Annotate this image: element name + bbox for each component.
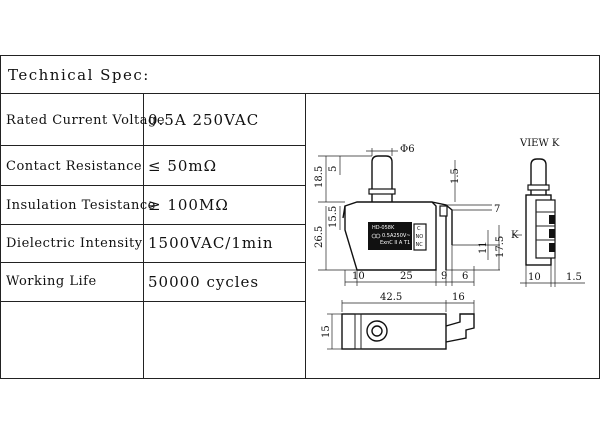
row-value-insulation-resistance: ≥ 100MΩ: [148, 196, 229, 214]
dim-9: 9: [441, 271, 447, 282]
dim-18-5: 18.5: [314, 166, 325, 188]
dim-1-5-top: 1.5: [450, 168, 461, 184]
marking-nc: NC: [416, 242, 424, 248]
dim-26-5: 26.5: [314, 226, 325, 248]
view-k-label: VIEW K: [519, 138, 560, 149]
dim-side-1-5: 1.5: [566, 272, 582, 283]
dim-10: 10: [352, 271, 365, 282]
dim-16: 16: [452, 292, 465, 303]
row-label-rated-current-voltage: Rated Current Voltage: [6, 113, 165, 128]
dim-7: 7: [494, 204, 500, 215]
dim-diameter: Φ6: [400, 144, 415, 155]
dim-17-5: 17.5: [495, 236, 506, 258]
row-label-contact-resistance: Contact Resistance: [6, 159, 142, 174]
marking-rating: 0.5A250V~: [382, 233, 411, 239]
spec-table-grid: [0, 55, 600, 379]
dim-5: 5: [328, 166, 339, 172]
row-value-dielectric-intensity: 1500VAC/1min: [148, 234, 274, 252]
row-label-insulation-resistance: Insulation Tesistance: [6, 198, 156, 213]
row-label-dielectric-intensity: Dielectric Intensity: [6, 236, 143, 251]
view-k-arrow-label: K: [511, 230, 519, 241]
marking-model: HD-058K: [372, 225, 395, 231]
dim-11: 11: [478, 241, 489, 254]
dim-side-10: 10: [528, 272, 541, 283]
side-view-k: VIEW K K 10 1.5: [511, 138, 585, 287]
dim-6: 6: [462, 271, 468, 282]
dim-25: 25: [400, 271, 413, 282]
front-view: HD-058K 0.5A250V~ ExnC II A T1 C NO NC Φ…: [314, 144, 506, 286]
switch-drawing: HD-058K 0.5A250V~ ExnC II A T1 C NO NC Φ…: [314, 138, 585, 350]
row-value-working-life: 50000 cycles: [148, 273, 259, 291]
row-value-contact-resistance: ≤ 50mΩ: [148, 157, 217, 175]
page-title: Technical Spec:: [8, 66, 150, 84]
row-label-working-life: Working Life: [6, 274, 97, 289]
marking-no: NO: [416, 234, 424, 240]
dim-42-5: 42.5: [380, 292, 402, 303]
marking-c: C: [417, 226, 421, 232]
dim-15: 15: [321, 325, 332, 338]
marking-cert: ExnC II A T1: [380, 240, 410, 246]
dim-15-5: 15.5: [328, 206, 339, 228]
top-view: 42.5 16 15: [321, 292, 475, 350]
marking-plate: [368, 222, 412, 250]
row-value-rated-current-voltage: 0.5A 250VAC: [148, 111, 259, 129]
